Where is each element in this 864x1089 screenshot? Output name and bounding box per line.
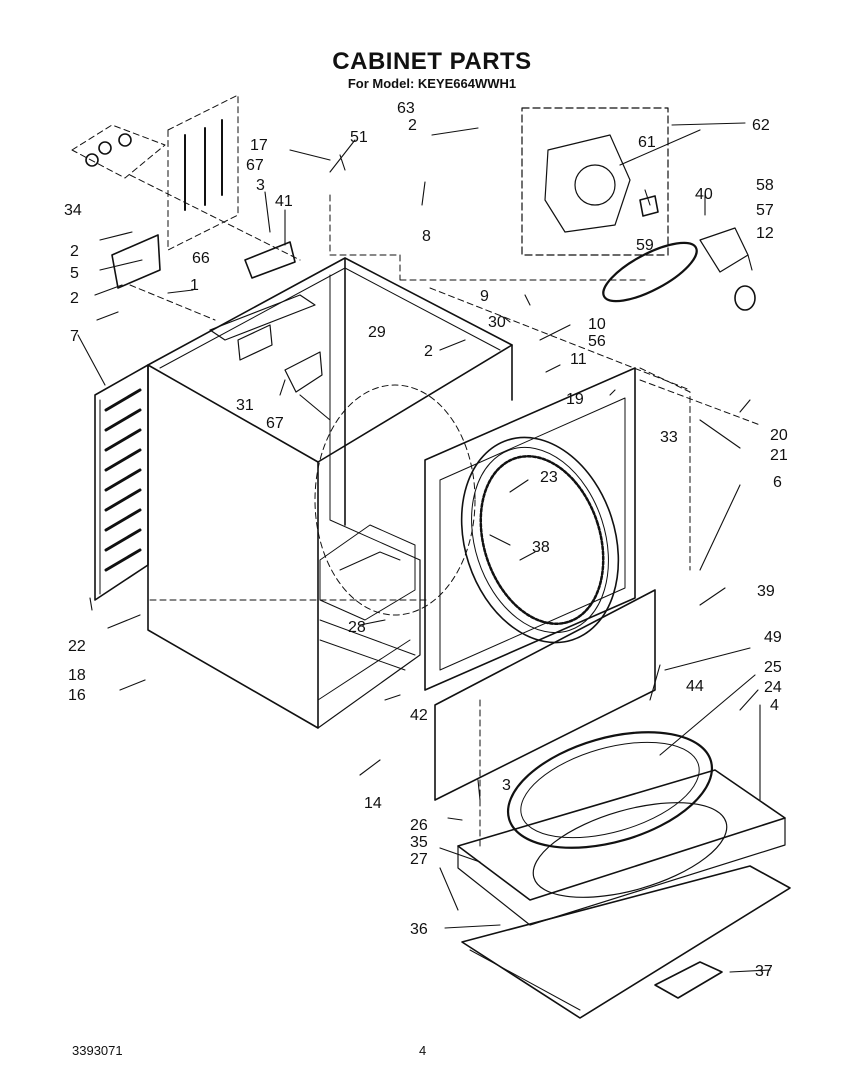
callout-61: 61: [638, 134, 656, 151]
callout-19: 19: [566, 391, 584, 408]
callout-41: 41: [275, 193, 293, 210]
callout-57: 57: [756, 202, 774, 219]
callout-44: 44: [686, 678, 704, 695]
callout-10: 10: [588, 316, 606, 333]
callout-18: 18: [68, 667, 86, 684]
callout-8: 8: [422, 228, 431, 245]
callout-56: 56: [588, 333, 606, 350]
page-number: 4: [419, 1043, 427, 1058]
front-panel: [424, 367, 636, 691]
callout-2: 2: [70, 243, 79, 260]
callout-28: 28: [348, 619, 366, 636]
callout-34: 34: [64, 202, 82, 219]
callout-49: 49: [764, 629, 782, 646]
callout-11: 11: [570, 351, 587, 368]
cabinet-body: [147, 257, 513, 729]
callout-21: 21: [770, 447, 788, 464]
callout-2: 2: [408, 117, 417, 134]
callout-42: 42: [410, 707, 428, 724]
motor-box: [521, 107, 669, 256]
callout-38: 38: [532, 539, 550, 556]
callout-22: 22: [68, 638, 86, 655]
callout-16: 16: [68, 687, 86, 704]
callout-63: 63: [397, 100, 415, 117]
callout-67: 67: [246, 157, 264, 174]
door-assembly: [457, 731, 791, 1019]
callout-58: 58: [756, 177, 774, 194]
callout-4: 4: [770, 697, 779, 714]
callout-59: 59: [636, 237, 654, 254]
callout-26: 26: [410, 817, 428, 834]
callout-36: 36: [410, 921, 428, 938]
callout-24: 24: [764, 679, 782, 696]
callout-3: 3: [256, 177, 265, 194]
callout-40: 40: [695, 186, 713, 203]
callout-3: 3: [502, 777, 511, 794]
lower-front-panel: [434, 589, 656, 801]
callout-67: 67: [266, 415, 284, 432]
callout-1: 1: [190, 277, 199, 294]
callout-2: 2: [70, 290, 79, 307]
callout-5: 5: [70, 265, 79, 282]
callout-30: 30: [488, 314, 506, 331]
callout-51: 51: [350, 129, 368, 146]
model-subtitle: For Model: KEYE664WWH1: [347, 76, 517, 91]
callout-37: 37: [755, 963, 773, 980]
page-title: CABINET PARTS: [332, 48, 532, 75]
callout-66: 66: [192, 250, 210, 267]
callout-14: 14: [364, 795, 382, 812]
callout-29: 29: [368, 324, 386, 341]
side-panel: [94, 364, 149, 601]
callout-2: 2: [424, 343, 433, 360]
callout-62: 62: [752, 117, 770, 134]
callout-6: 6: [773, 474, 782, 491]
callout-7: 7: [70, 328, 79, 345]
callout-33: 33: [660, 429, 678, 446]
callout-20: 20: [770, 427, 788, 444]
callout-31: 31: [236, 397, 254, 414]
callout-17: 17: [250, 137, 268, 154]
callout-27: 27: [410, 851, 428, 868]
callout-12: 12: [756, 225, 774, 242]
callout-25: 25: [764, 659, 782, 676]
callout-9: 9: [480, 288, 489, 305]
callout-39: 39: [757, 583, 775, 600]
document-number: 3393071: [72, 1043, 123, 1058]
callout-35: 35: [410, 834, 428, 851]
callout-23: 23: [540, 469, 558, 486]
